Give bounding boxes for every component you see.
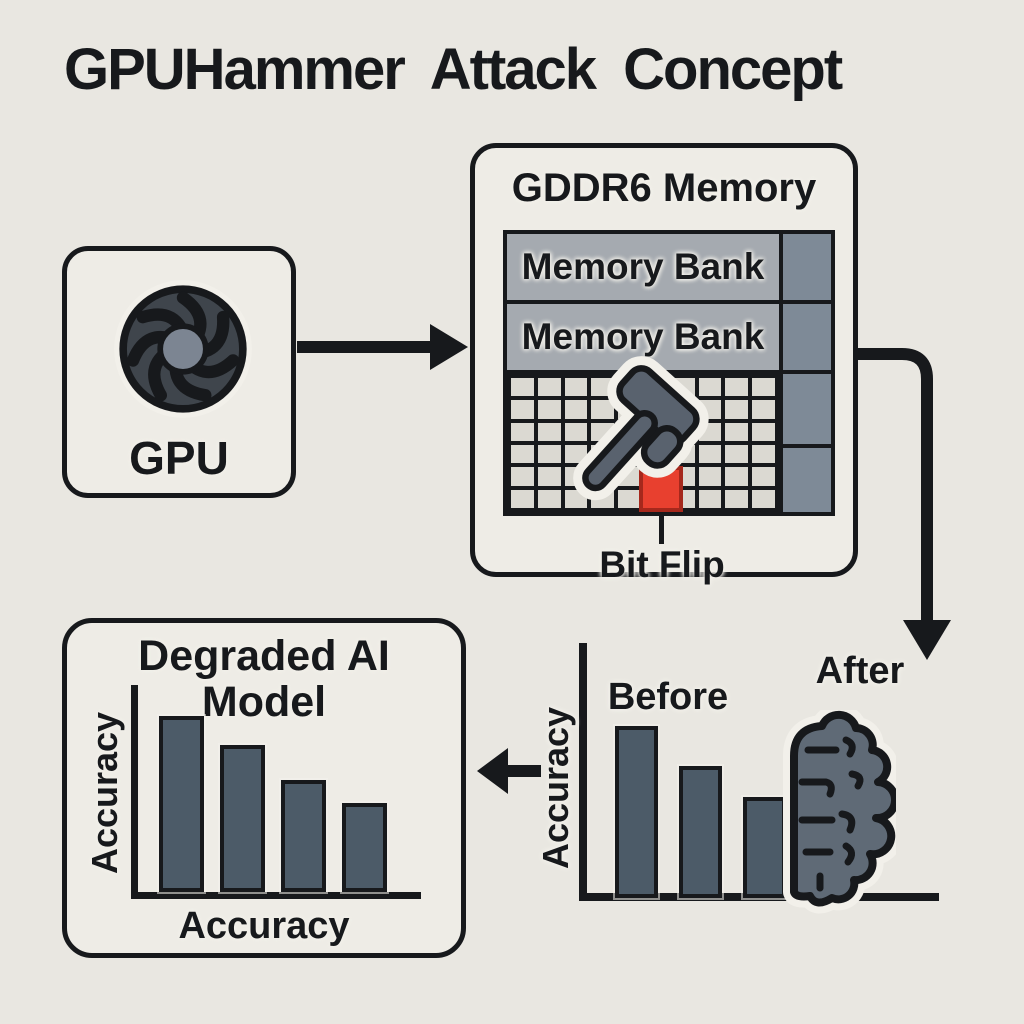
- bit-flip-pointer-line: [659, 514, 664, 544]
- memory-cell: [564, 400, 588, 419]
- accuracy-bar: [679, 766, 722, 898]
- memory-cell: [511, 467, 534, 486]
- memory-cell: [752, 422, 775, 441]
- accuracy-bar: [615, 725, 658, 898]
- bit-flip-label: Bit Flip: [599, 544, 725, 585]
- memory-cell: [511, 445, 534, 464]
- memory-cell: [752, 467, 775, 486]
- memory-cell: [537, 400, 561, 419]
- memory-bank-row: Memory Bank: [507, 304, 779, 374]
- memory-bank-label: Memory Bank: [521, 316, 765, 357]
- degraded-x-axis: [131, 892, 421, 899]
- memory-cell: [564, 422, 588, 441]
- memory-bank-row: Memory Bank: [507, 234, 779, 304]
- memory-cell: [725, 400, 749, 419]
- before-label: Before: [607, 676, 729, 718]
- accuracy-bar: [220, 745, 265, 892]
- memory-cell: [752, 445, 775, 464]
- degraded-box-title: Degraded AI Model: [67, 633, 461, 726]
- degraded-x-axis-label: Accuracy: [178, 905, 350, 947]
- degraded-title-line1: Degraded AI: [138, 632, 390, 680]
- memory-side-column: [779, 234, 831, 512]
- memory-unit: Memory Bank Memory Bank: [503, 230, 835, 516]
- memory-cell: [752, 378, 775, 397]
- before-after-y-axis-label: Accuracy: [535, 706, 576, 870]
- degraded-brain-icon: [783, 710, 896, 914]
- memory-cell: [511, 422, 534, 441]
- memory-box-title: GDDR6 Memory: [511, 166, 817, 210]
- memory-cell: [698, 378, 722, 397]
- memory-cell: [564, 378, 588, 397]
- before-after-y-axis: [579, 643, 587, 900]
- memory-cell: [511, 378, 534, 397]
- memory-cell: [618, 489, 641, 508]
- memory-cell: [537, 489, 561, 508]
- memory-cell: [511, 489, 534, 508]
- memory-cell: [537, 378, 561, 397]
- memory-column-segment: [783, 234, 831, 304]
- memory-cell: [698, 445, 722, 464]
- memory-cell: [725, 422, 749, 441]
- degraded-bars: [159, 685, 421, 892]
- accuracy-bar: [342, 803, 387, 892]
- degraded-y-axis: [131, 685, 138, 899]
- gpu-fan-icon: [114, 280, 252, 418]
- gpu-box: GPU: [62, 246, 296, 498]
- before-after-bars: [615, 645, 791, 898]
- gddr6-memory-box: GDDR6 Memory Memory Bank Memory Bank: [470, 143, 858, 585]
- memory-column-segment: [783, 304, 831, 374]
- memory-column-segment: [783, 374, 831, 448]
- memory-cell: [725, 489, 749, 508]
- memory-cell: [537, 422, 561, 441]
- accuracy-bar: [281, 780, 326, 892]
- memory-cell: [752, 489, 775, 508]
- memory-cell: [725, 378, 749, 397]
- arrow-chart-to-degraded: [477, 748, 541, 794]
- degraded-y-axis-label: Accuracy: [84, 711, 125, 875]
- after-label: After: [815, 650, 905, 692]
- memory-cell: [725, 467, 749, 486]
- memory-cell: [725, 445, 749, 464]
- memory-cell: [511, 400, 534, 419]
- page-title: GPUHammer Attack Concept: [64, 37, 843, 102]
- memory-cell: [591, 400, 615, 419]
- memory-cell: [752, 400, 775, 419]
- memory-column-segment: [783, 448, 831, 512]
- hammer-icon: [573, 356, 709, 501]
- accuracy-bar: [159, 716, 204, 892]
- memory-cell: [564, 445, 588, 464]
- arrow-gpu-to-memory: [297, 324, 468, 370]
- memory-cell: [698, 467, 722, 486]
- memory-cell: [537, 467, 561, 486]
- arrow-memory-to-chart: [858, 348, 951, 660]
- degraded-title-line2: Model: [201, 678, 327, 727]
- degraded-model-box: Degraded AI Model Accuracy Accuracy: [62, 618, 466, 958]
- gpu-label: GPU: [129, 432, 229, 484]
- memory-cell: [698, 489, 722, 508]
- memory-cell: [537, 445, 561, 464]
- memory-bank-label: Memory Bank: [521, 246, 765, 287]
